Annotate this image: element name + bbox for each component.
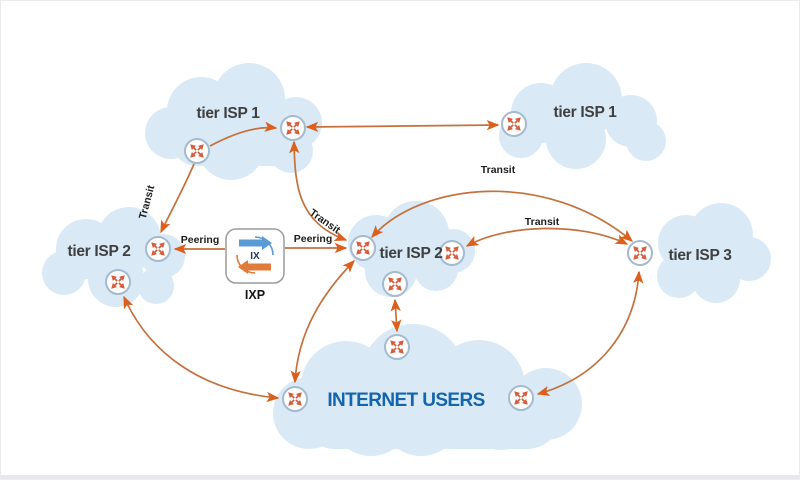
bottom-border-strip <box>1 475 799 479</box>
edge-internet-right-to-isp3 <box>536 270 644 396</box>
tier-isp2-center-label: tier ISP 2 <box>379 245 442 262</box>
peering-label-left: Peering <box>181 234 220 246</box>
edge-transit-isp2-center-to-isp3-upper <box>371 190 634 242</box>
transit-label-upper-arc: Transit <box>481 164 516 176</box>
tier-isp1-right-label: tier ISP 1 <box>553 104 617 121</box>
internet-exchange-arrows-icon: IX <box>236 236 274 274</box>
edge-isp2-left-to-internet-left <box>123 295 280 403</box>
edge-isp1-left-to-isp1-right <box>305 119 500 133</box>
ixp-caption: IXP <box>245 288 265 302</box>
edge-isp2-center-to-internet-left <box>290 259 355 384</box>
tier-isp3-label: tier ISP 3 <box>668 247 732 264</box>
cloud-tier-isp3 <box>657 203 771 303</box>
transit-label-lower-arc: Transit <box>525 216 560 228</box>
edge-transit-isp1-to-isp2-center <box>289 140 348 241</box>
tier-isp1-left-label: tier ISP 1 <box>196 105 260 122</box>
peering-label-right: Peering <box>294 233 333 245</box>
edge-isp1-internal <box>209 121 278 147</box>
ixp-icon-text: IX <box>250 251 260 262</box>
edge-isp2-center-to-internet-top <box>390 298 402 333</box>
edge-transit-isp1-to-isp2-left <box>160 163 195 234</box>
ixp-box: IX <box>225 228 285 284</box>
internet-users-label: INTERNET USERS <box>327 390 484 411</box>
transit-label-isp1-isp2left: Transit <box>137 184 158 221</box>
tier-isp2-left-label: tier ISP 2 <box>67 243 130 260</box>
cloud-tier-isp2-left <box>42 207 185 307</box>
edge-transit-isp2-center-to-isp3-lower <box>465 227 629 247</box>
router-icon-isp3 <box>626 239 653 266</box>
